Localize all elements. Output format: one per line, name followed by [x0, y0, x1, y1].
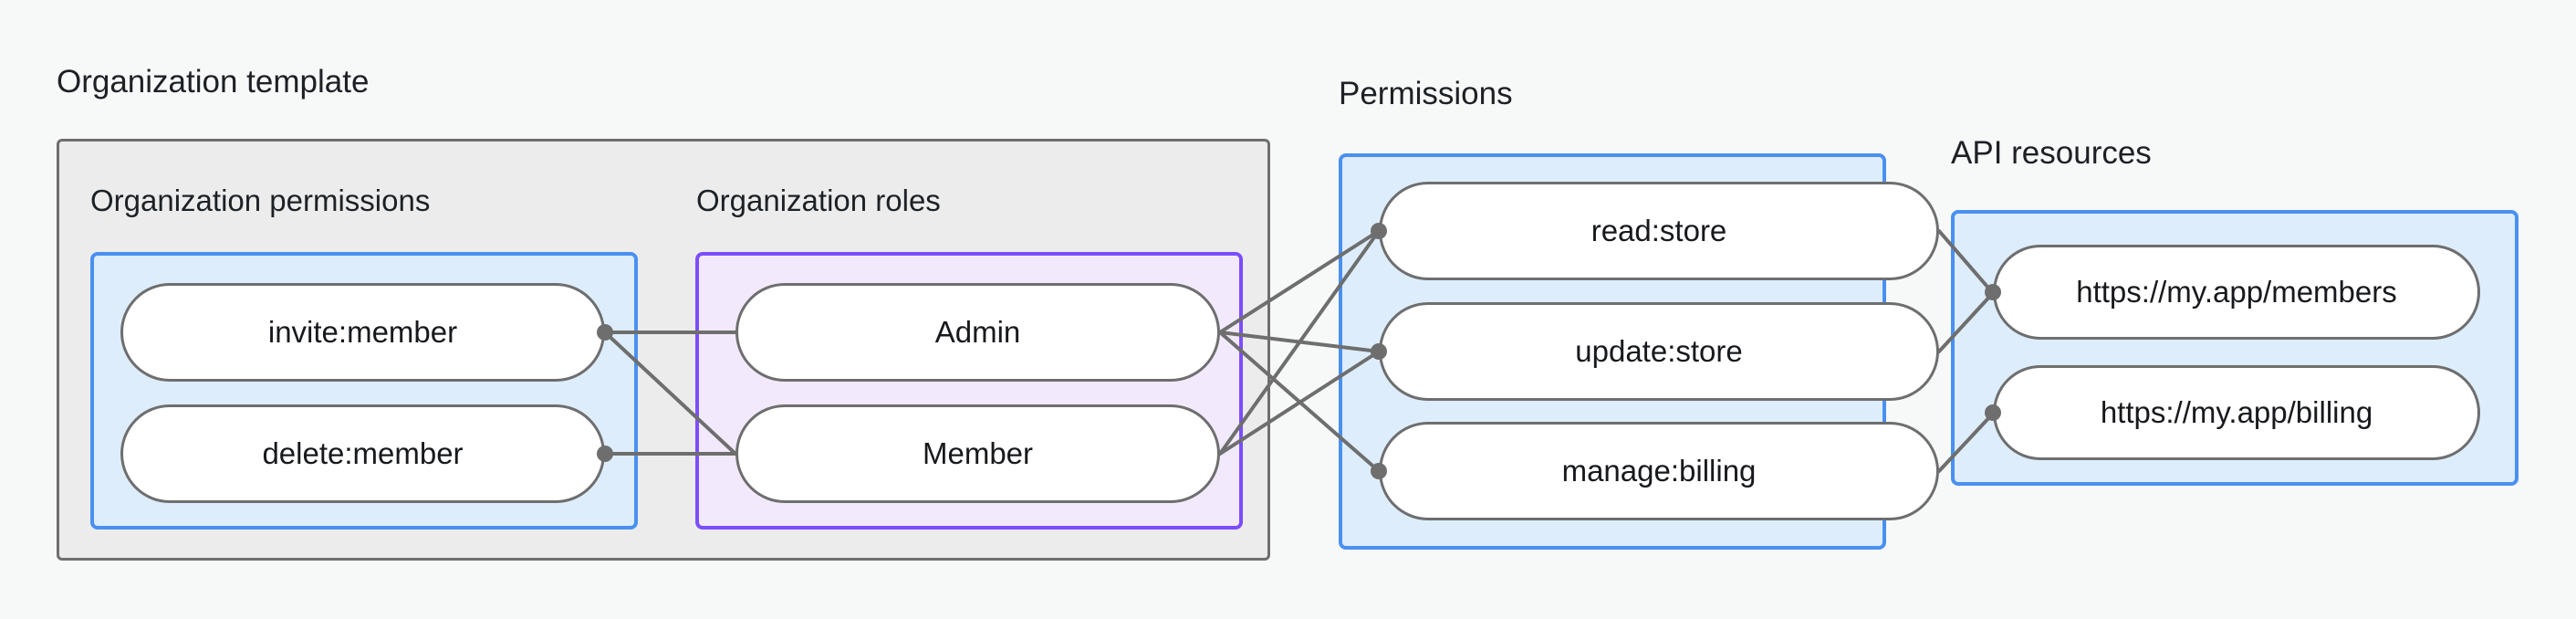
cluster-permissions-label: Permissions [1339, 76, 1513, 111]
node-billing-url-label: https://my.app/billing [2100, 395, 2373, 429]
connector-dot-invite-member-out [597, 324, 613, 341]
node-members-url-label: https://my.app/members [2076, 275, 2397, 309]
node-invite-member[interactable]: invite:member [120, 283, 605, 382]
node-admin-label: Admin [934, 315, 1021, 349]
node-delete-member-label: delete:member [262, 436, 464, 470]
connector-dot-billing-url-in [1985, 404, 2001, 421]
node-read-store-label: read:store [1590, 214, 1727, 247]
node-admin[interactable]: Admin [735, 283, 1220, 382]
node-manage-billing[interactable]: manage:billing [1379, 422, 1939, 520]
connector-dot-manage-billing-in [1371, 463, 1387, 479]
cluster-organization-template-label: Organization template [57, 64, 370, 100]
node-member[interactable]: Member [735, 404, 1220, 503]
node-member-label: Member [922, 436, 1034, 470]
cluster-organization-permissions-label: Organization permissions [90, 184, 431, 217]
connector-dot-read-store-in [1371, 223, 1387, 239]
cluster-api-resources-label: API resources [1951, 135, 2152, 171]
node-update-store-label: update:store [1575, 334, 1743, 368]
node-billing-url[interactable]: https://my.app/billing [1993, 365, 2480, 460]
cluster-organization-roles-label: Organization roles [696, 184, 941, 217]
connector-dot-delete-member-out [597, 446, 613, 462]
node-update-store[interactable]: update:store [1379, 302, 1939, 401]
node-read-store[interactable]: read:store [1379, 182, 1939, 280]
node-manage-billing-label: manage:billing [1561, 454, 1757, 488]
node-invite-member-label: invite:member [267, 315, 458, 349]
connector-dot-update-store-in [1371, 343, 1387, 360]
node-delete-member[interactable]: delete:member [120, 404, 605, 503]
node-members-url[interactable]: https://my.app/members [1993, 245, 2480, 340]
connector-dot-members-url-in [1985, 284, 2001, 300]
